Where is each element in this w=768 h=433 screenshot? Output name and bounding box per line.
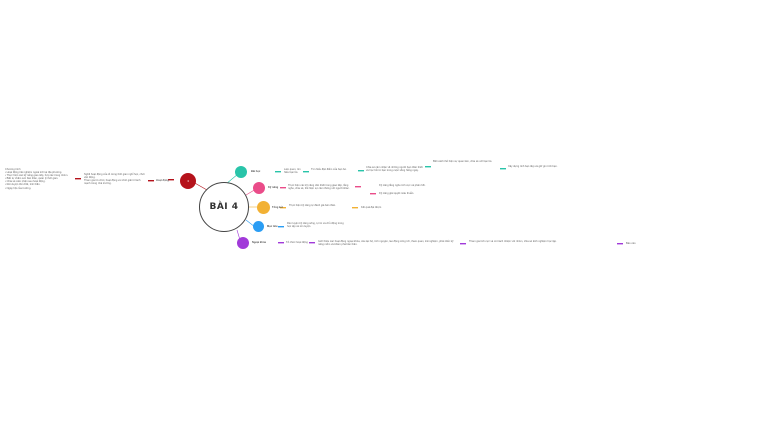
pink-node-2: Kỹ năng lắng nghe tích cực và phản hồi. [379,184,426,187]
teal-node-4: Biết cách thể hiện sự quan tâm, chia sẻ … [433,160,493,163]
branch-red-bubble-text: 4 [187,179,189,183]
branch-purple-label: Ngoại khóa [252,241,266,244]
central-topic[interactable]: BÀI 4 [199,182,249,232]
branch-teal-bubble[interactable] [235,166,247,178]
teal-node-1: Làm quen, tìm hiểu bạn bè. [284,168,301,175]
yellow-node-1: Thực hiện kỹ năng tự đánh giá bản thân. [289,204,336,207]
pink-node-3: Kỹ năng giải quyết mâu thuẫn. [379,192,415,195]
leftmost-line: • Biết tự chăm sóc bản thân, quản lý thờ… [5,177,59,181]
branch-pink-bubble[interactable] [253,182,265,194]
branch-teal-label: Bài học [251,170,261,173]
teal-node-3: Chia sẻ cảm nhận về những người bạn thân… [366,166,423,173]
leftmost-line: • Thực hiện các kỹ năng giao tiếp, hợp t… [5,174,69,178]
yellow-node-2: Kết quả đạt được. [361,206,382,209]
branch-red-label: Hoạt động [156,179,169,182]
branch-blue-label: Mục tiêu [267,225,278,228]
branch-purple-bubble[interactable] [237,237,249,249]
teal-node-5: Xây dựng tình bạn đẹp và giữ gìn tình bạ… [508,165,558,168]
branch-red-note-line: Tham gia trò chơi, hoạt động vui chơi gi… [84,179,141,186]
blue-node-1: Rèn luyện kỹ năng sống, tự tin và chủ độ… [287,222,344,229]
branch-red-bubble[interactable]: 4 [180,173,196,189]
teal-node-2: Tìm hiểu đặc điểm của bạn bè. [311,168,347,171]
branch-yellow-label: Tổng kết [272,206,283,209]
pink-node-1: Thực hiện các kỹ năng cần thiết trong gi… [288,184,350,191]
purple-node-3: Tham gia tích cực và có trách nhiệm với … [469,240,557,243]
leftmost-line: • Rèn luyện thể chất, tinh thần. [5,183,41,187]
branch-red-note-line: Nghề hoạt động của tổ trong thời gian ng… [84,173,145,180]
purple-node-1: Tổ chức hoạt động [286,241,308,244]
purple-node-4: Báo cáo [626,242,636,245]
leftmost-line: • Hoạt động trải nghiệm ngoài trời tại đ… [5,171,63,175]
branch-red-leftmost-note: Chương trình • Hoạt động trải nghiệm ngo… [5,168,73,190]
branch-blue-bubble[interactable] [253,221,264,232]
leftmost-line: • Ngày hội của trường. [5,186,32,190]
branch-red-note: Nghề hoạt động của tổ trong thời gian ng… [84,173,146,185]
leftmost-line: • Chia sẻ cảm nhận sau hoạt động. [5,180,46,184]
central-topic-title: BÀI 4 [209,202,239,212]
branch-yellow-bubble[interactable] [257,201,270,214]
branch-pink-label: Kỹ năng [268,186,279,189]
purple-node-2: Giới thiệu các hoạt động ngoại khóa, câu… [318,240,454,247]
leftmost-title: Chương trình [5,168,21,171]
